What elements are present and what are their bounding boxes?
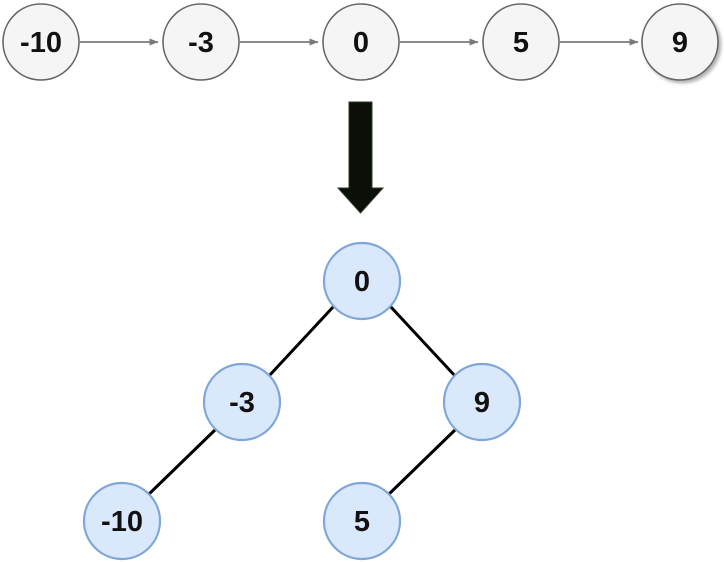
list-node-label: 0	[353, 27, 369, 59]
tree-node-root-zero[interactable]: 0	[322, 241, 402, 321]
list-node-five[interactable]: 5	[482, 3, 560, 81]
tree-node-minus3[interactable]: -3	[202, 362, 282, 442]
tree-node-label: -10	[101, 506, 143, 538]
list-node-circle[interactable]	[322, 3, 400, 81]
down-arrow-icon	[336, 101, 385, 214]
tree-node-five[interactable]: 5	[322, 481, 402, 561]
tree-edge-right-to-rightleft	[386, 427, 458, 497]
tree-node-label: 5	[354, 506, 370, 538]
tree-node-label: -3	[229, 387, 255, 419]
tree-node-circle[interactable]	[322, 481, 402, 561]
list-node-circle[interactable]	[2, 3, 80, 81]
tree-edge-left-to-leftleft	[146, 427, 218, 497]
tree-node-nine[interactable]: 9	[442, 362, 522, 442]
list-node-label: -3	[188, 27, 214, 59]
tree-node-circle[interactable]	[442, 362, 522, 442]
tree-node-circle[interactable]	[202, 362, 282, 442]
tree-node-circle[interactable]	[82, 481, 162, 561]
tree-node-minus10[interactable]: -10	[82, 481, 162, 561]
list-node-circle[interactable]	[482, 3, 560, 81]
list-node-minus3[interactable]: -3	[162, 3, 240, 81]
tree-edge-root-left	[266, 304, 336, 379]
tree-node-label: 9	[474, 387, 490, 419]
list-node-minus10[interactable]: -10	[2, 3, 80, 81]
tree-edge-root-right	[388, 304, 458, 379]
tree-node-label: 0	[354, 266, 370, 298]
binary-search-tree: 0 -3 9 -10 5	[82, 241, 522, 561]
list-node-label: 9	[672, 27, 688, 59]
list-node-label: -10	[20, 27, 62, 59]
linked-list: -10 -3 0 5 9	[2, 3, 719, 81]
list-node-circle[interactable]	[162, 3, 240, 81]
list-node-label: 5	[513, 27, 529, 59]
list-node-nine[interactable]: 9	[641, 3, 719, 81]
list-node-zero[interactable]: 0	[322, 3, 400, 81]
tree-node-circle[interactable]	[322, 241, 402, 321]
list-node-circle[interactable]	[641, 3, 719, 81]
tree-edges	[146, 304, 458, 497]
transform-arrow-group	[336, 101, 385, 214]
